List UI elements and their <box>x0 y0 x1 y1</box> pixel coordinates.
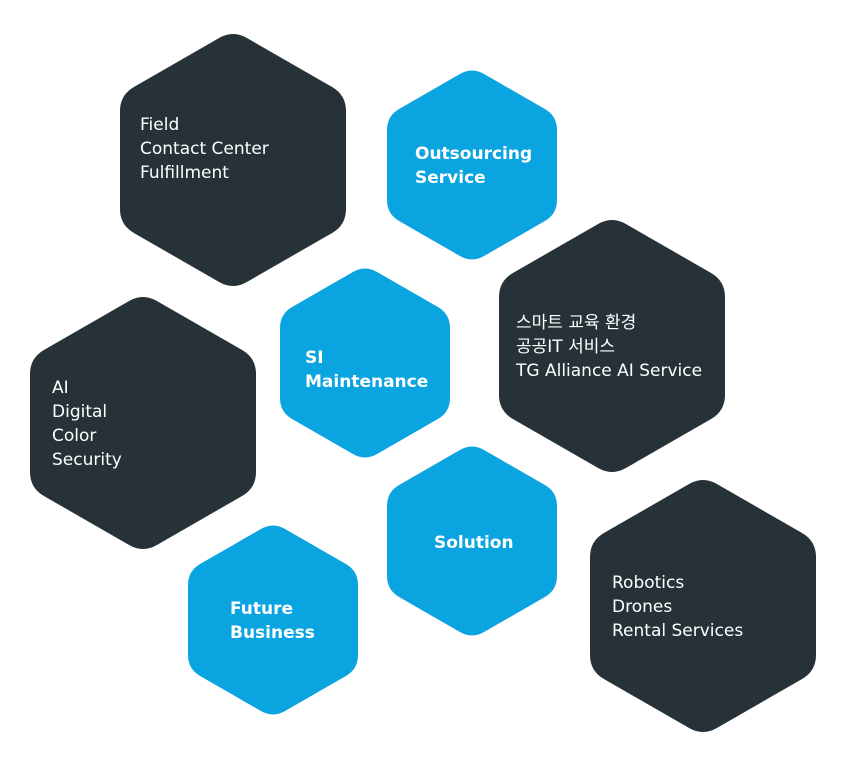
label-line: Business <box>230 623 315 643</box>
hexagon-label: AI Digital Color Security <box>52 378 122 470</box>
label-line: Contact Center <box>140 139 269 159</box>
label-line: TG Alliance AI Service <box>515 361 702 381</box>
hexagon-ai-digital: AI Digital Color Security <box>30 297 256 549</box>
label-line: Fulfillment <box>140 163 229 183</box>
hexagon-label: Outsourcing Service <box>415 144 538 188</box>
hexagon-shape <box>120 34 346 286</box>
hexagon-label: SI Maintenance <box>305 348 428 392</box>
hexagon-field: Field Contact Center Fulfillment <box>120 34 346 286</box>
hexagon-shape <box>188 525 358 715</box>
label-line: AI <box>52 378 69 398</box>
label-line: Solution <box>434 533 514 553</box>
hexagon-shape <box>280 268 450 458</box>
label-line: Robotics <box>612 573 684 593</box>
label-line: Service <box>415 168 486 188</box>
label-line: Future <box>230 599 293 619</box>
hexagon-shape <box>499 220 725 472</box>
label-line: 공공IT 서비스 <box>516 337 615 357</box>
label-line: Outsourcing <box>415 144 532 164</box>
label-line: Field <box>140 115 179 135</box>
label-line: 스마트 교육 환경 <box>516 313 636 333</box>
label-line: Rental Services <box>612 621 743 641</box>
hexagon-label: Solution <box>434 533 514 553</box>
hexagon-robotics: Robotics Drones Rental Services <box>590 480 816 732</box>
label-line: Maintenance <box>305 372 428 392</box>
hexagon-label: Future Business <box>230 599 315 643</box>
hexagon-shape <box>387 70 557 260</box>
hexagon-shape <box>387 446 557 636</box>
hexagon-shape <box>30 297 256 549</box>
hexagon-label: Field Contact Center Fulfillment <box>140 115 274 183</box>
hexagon-future-business: Future Business <box>188 525 358 715</box>
label-line: Security <box>52 450 122 470</box>
hexagon-si-maintenance: SI Maintenance <box>280 268 450 458</box>
label-line: Digital <box>52 402 107 422</box>
hexagon-shape <box>590 480 816 732</box>
label-line: SI <box>305 348 324 368</box>
hexagon-solution: Solution <box>387 446 557 636</box>
label-line: Color <box>52 426 96 446</box>
hexagon-label: 스마트 교육 환경 공공IT 서비스 TG Alliance AI Servic… <box>515 313 702 381</box>
label-line: Drones <box>612 597 672 617</box>
hexagon-label: Robotics Drones Rental Services <box>612 573 743 641</box>
hexagon-outsourcing: Outsourcing Service <box>387 70 557 260</box>
hexagon-smart-education: 스마트 교육 환경 공공IT 서비스 TG Alliance AI Servic… <box>499 220 725 472</box>
